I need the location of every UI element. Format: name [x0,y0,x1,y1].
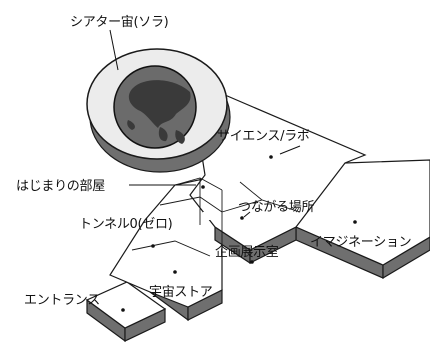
label-science-lab: サイエンス/ラボ [217,129,310,144]
location-dots [121,155,357,312]
leader-theater [109,29,119,71]
dot-tunnel [151,244,155,248]
leader-lines [109,29,301,218]
label-imagination: イマジネーション [310,235,411,250]
room-partitions [131,177,301,290]
dot-tsunagaru [240,216,244,220]
label-tsunagaru: つながる場所 [238,200,315,215]
dot-imagination [353,220,357,224]
label-theater: シアター宙(ソラ) [70,15,168,30]
label-entrance: エントランス [24,293,100,308]
corridor-block [109,174,223,322]
entrance-block [85,281,167,343]
dot-store [173,270,177,274]
label-hajimari: はじまりの部屋 [16,179,105,194]
label-tunnel: トンネル0(ゼロ) [79,217,172,232]
dot-science-lab [269,155,273,159]
main-hall-block [189,94,367,265]
dot-kikaku [250,260,254,264]
dot-entrance [121,308,125,312]
leader-tsunagaru [243,211,251,218]
theater-dome [86,48,231,173]
doorway [203,212,211,220]
imagination-block [295,159,430,280]
label-kikaku: 企画展示室 [215,244,279,260]
leader-science-lab [279,145,301,155]
dot-hajimari [201,185,205,189]
label-store: 宇宙ストア [149,285,213,300]
